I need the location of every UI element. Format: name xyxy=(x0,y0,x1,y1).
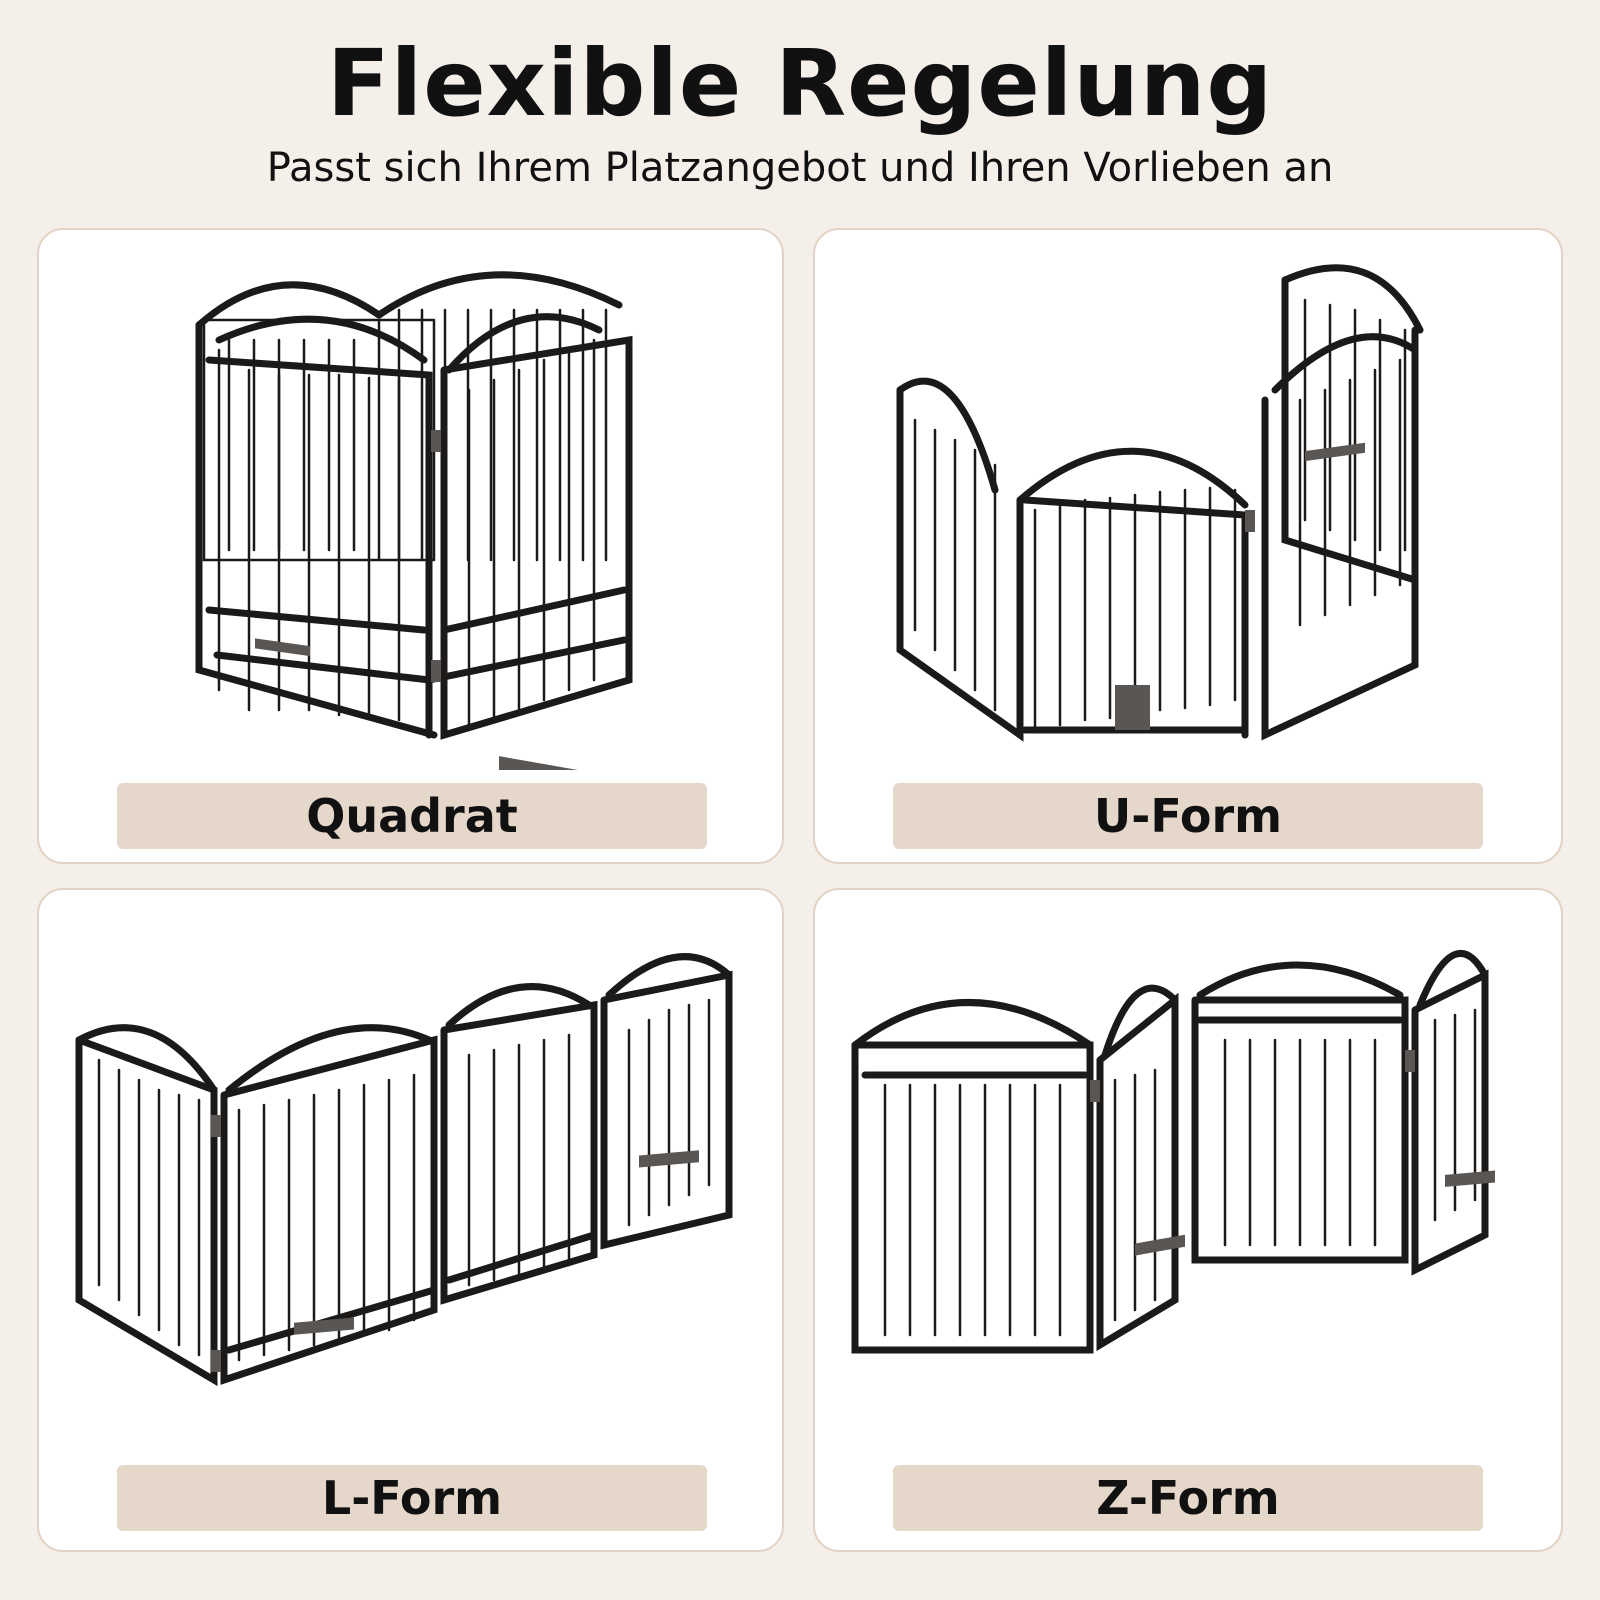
square-fence-image xyxy=(195,271,633,770)
label-z-form: Z-Form xyxy=(893,1465,1483,1531)
label-u-form: U-Form xyxy=(893,783,1483,849)
config-card-l-form: L-Form xyxy=(37,888,784,1552)
config-card-z-form: Z-Form xyxy=(813,888,1563,1552)
l-shape-fence-image xyxy=(75,953,733,1387)
config-card-quadrat: Quadrat xyxy=(37,228,784,864)
page-title: Flexible Regelung xyxy=(326,30,1274,137)
z-shape-fence-image xyxy=(851,949,1495,1354)
label-l-form: L-Form xyxy=(117,1465,707,1531)
label-quadrat: Quadrat xyxy=(117,783,707,849)
page-subtitle: Passt sich Ihrem Platzangebot und Ihren … xyxy=(266,145,1334,191)
config-card-u-form: U-Form xyxy=(813,228,1563,864)
u-shape-fence-image xyxy=(896,264,1424,742)
